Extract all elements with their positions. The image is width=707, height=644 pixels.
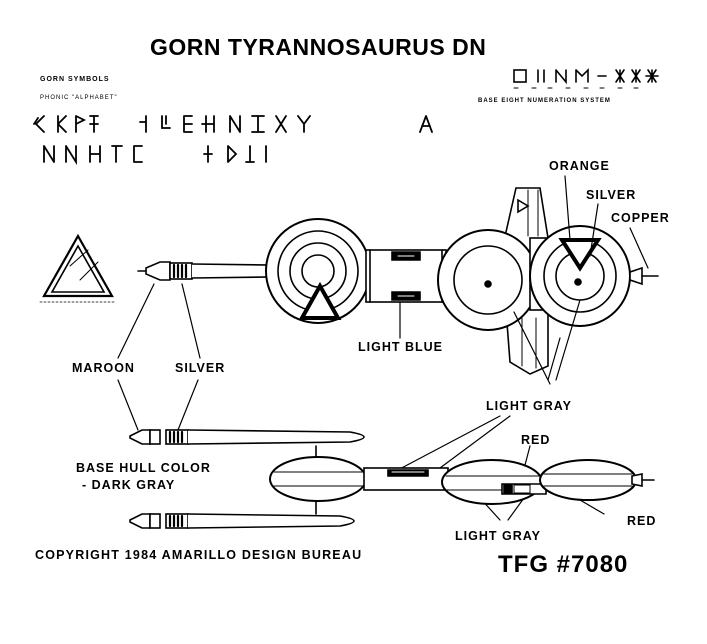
numeration-glyphs: [513, 68, 659, 89]
gorn-glyph-row-2: [43, 145, 267, 166]
top-view-forward-disc: [265, 218, 371, 324]
label-light-gray-top: LIGHT GRAY: [486, 399, 572, 413]
label-maroon: MAROON: [72, 361, 135, 375]
numeration-label: BASE EIGHT NUMERATION SYSTEM: [478, 98, 611, 104]
top-view-wing-upper: [505, 187, 549, 239]
symbols-heading: GORN SYMBOLS: [40, 76, 110, 83]
label-red-bottom: RED: [627, 514, 657, 528]
page-title: GORN TYRANNOSAURUS DN: [150, 34, 487, 60]
phonic-alphabet-label: PHONIC "ALPHABET": [40, 95, 118, 101]
side-view-hull: [269, 445, 655, 515]
side-view-boom-upper: [129, 429, 365, 445]
product-number: TFG #7080: [498, 551, 629, 578]
label-light-gray-bottom: LIGHT GRAY: [455, 529, 541, 543]
label-light-blue: LIGHT BLUE: [358, 340, 443, 354]
label-red-top: RED: [521, 433, 551, 447]
copyright-notice: COPYRIGHT 1984 AMARILLO DESIGN BUREAU: [35, 548, 363, 562]
top-view-aft-disc: [529, 225, 659, 327]
label-dark-gray: - DARK GRAY: [82, 478, 176, 492]
fleet-insignia-triangle: [39, 233, 115, 303]
label-silver-top: SILVER: [586, 188, 637, 202]
label-copper: COPPER: [611, 211, 670, 225]
side-view-boom-lower: [129, 513, 355, 529]
label-silver-left: SILVER: [175, 361, 226, 375]
top-view-neck: [365, 249, 447, 303]
label-base-hull-color: BASE HULL COLOR: [76, 461, 211, 475]
top-view-middle-disc: [437, 229, 539, 331]
gorn-glyph-row-1: [33, 115, 433, 133]
label-orange: ORANGE: [549, 159, 610, 173]
